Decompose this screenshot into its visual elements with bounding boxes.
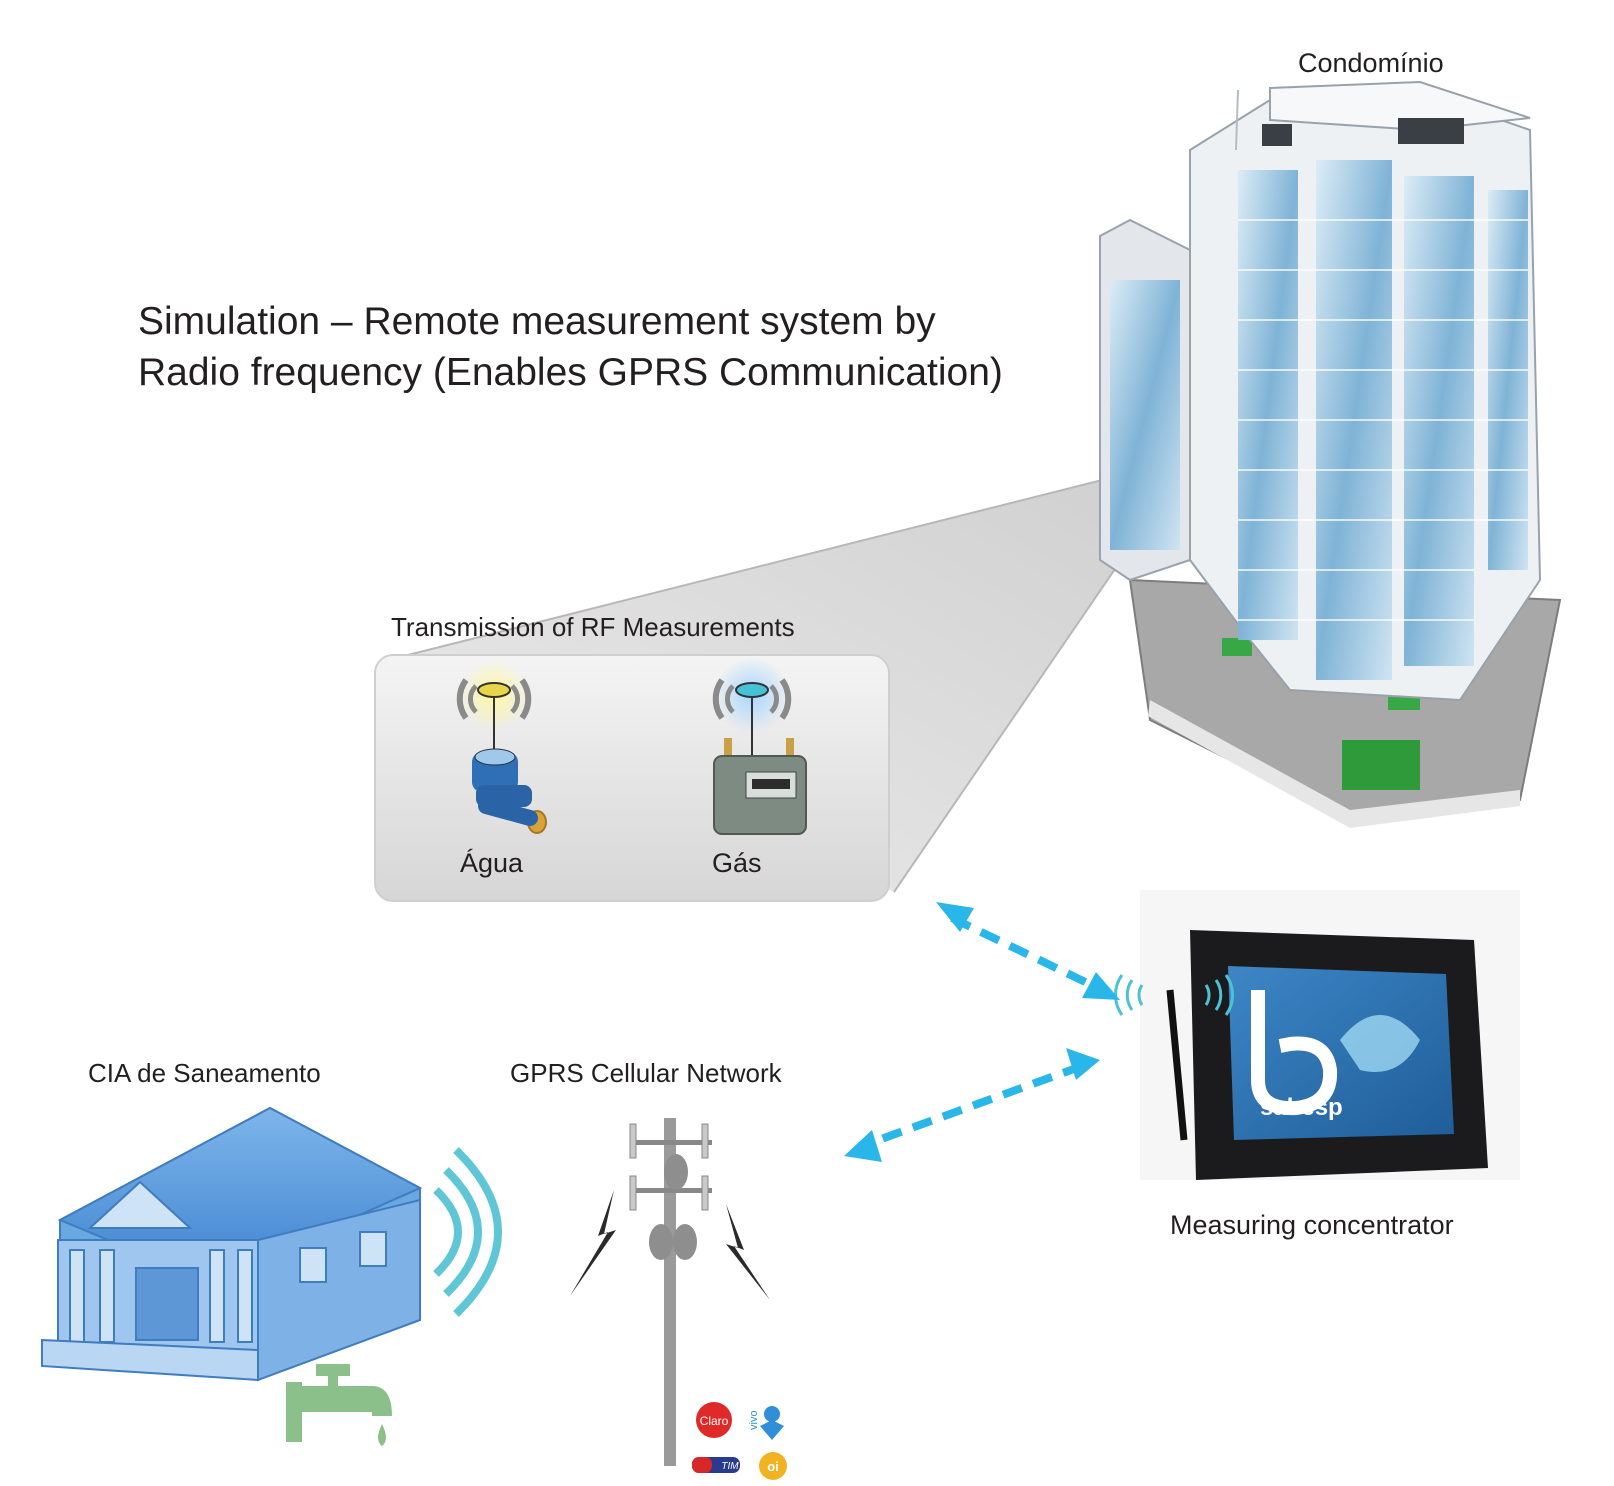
title-line-2: Radio frequency (Enables GPRS Communicat… — [138, 351, 1003, 394]
building-illustration — [1099, 80, 1562, 828]
operator-oi-label: oi — [767, 1459, 779, 1474]
operator-vivo-label: vivo — [748, 1410, 760, 1430]
rf-panel — [374, 654, 890, 902]
operator-claro-icon: Claro — [696, 1402, 732, 1438]
network-label: GPRS Cellular Network — [510, 1058, 782, 1088]
cell-tower-icon — [570, 1118, 770, 1466]
building-label: Condomínio — [1298, 48, 1444, 78]
rf-panel-label: Transmission of RF Measurements — [391, 612, 795, 642]
water-meter-icon — [456, 659, 547, 834]
diagram-title: Simulation – Remote measurement system b… — [138, 296, 1003, 398]
faucet-icon — [286, 1364, 392, 1446]
operator-vivo-icon: vivo — [748, 1406, 784, 1440]
operator-tim-icon: TIM — [692, 1457, 740, 1473]
gas-meter-label: Gás — [712, 848, 762, 878]
concentrator-screen-text: sabesp — [1260, 1094, 1343, 1121]
arrow-concentrator-network — [844, 1048, 1100, 1162]
operator-oi-icon: oi — [759, 1452, 787, 1480]
operator-claro-label: Claro — [700, 1414, 729, 1428]
water-meter-label: Água — [460, 848, 524, 878]
gas-meter-icon — [712, 657, 807, 835]
company-label: CIA de Saneamento — [88, 1058, 321, 1088]
title-line-1: Simulation – Remote measurement system b… — [138, 300, 936, 343]
company-signal-icon — [433, 1147, 502, 1317]
concentrator-device: sabesp — [1140, 890, 1520, 1180]
concentrator-label: Measuring concentrator — [1170, 1210, 1454, 1240]
company-building-illustration — [41, 1106, 423, 1382]
operator-tim-label: TIM — [721, 1461, 739, 1472]
arrow-panel-concentrator — [936, 902, 1120, 1000]
